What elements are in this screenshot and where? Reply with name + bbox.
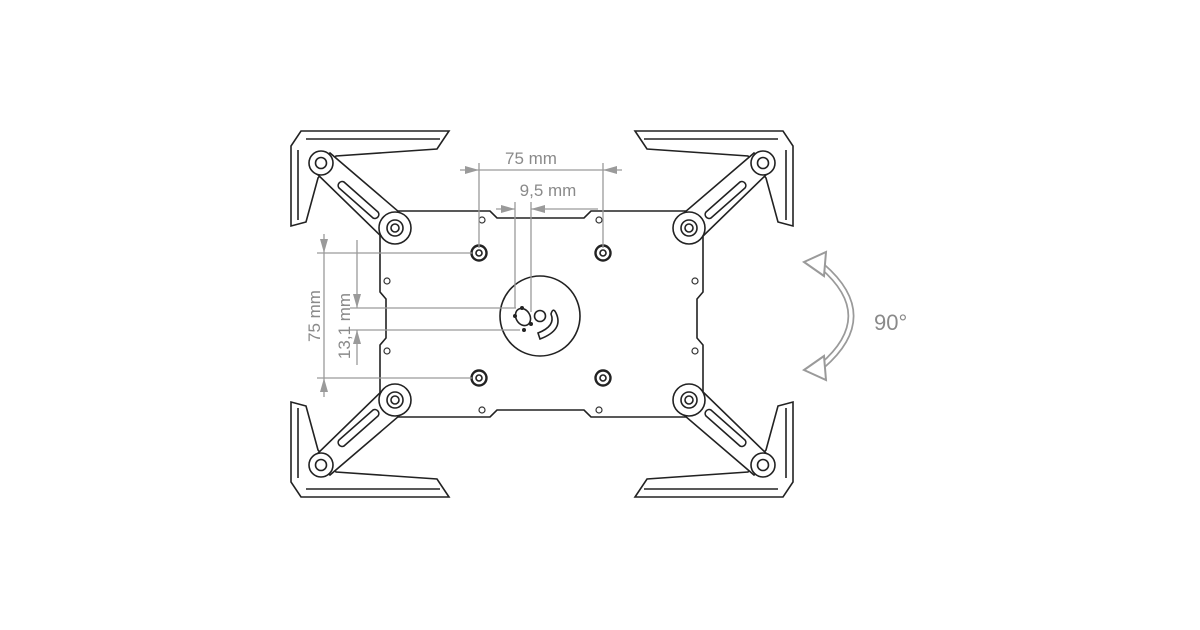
dimension-9-5mm-horizontal: 9,5 mm — [496, 181, 598, 312]
rotation-disc — [499, 275, 581, 357]
vesa-hole — [470, 369, 488, 387]
dimension-label: 75 mm — [305, 290, 324, 342]
vesa-hole — [594, 369, 612, 387]
dimension-75mm-vertical: 75 mm — [305, 234, 472, 397]
dimension-label: 75 mm — [505, 149, 557, 168]
rotation-arrow-icon — [801, 250, 855, 382]
dimension-13-1mm-vertical: 13,1 mm — [335, 240, 520, 365]
rotation-angle-label: 90° — [874, 310, 907, 335]
dimension-label: 9,5 mm — [520, 181, 577, 200]
dimension-label: 13,1 mm — [335, 293, 354, 359]
dimension-75mm-horizontal: 75 mm — [460, 149, 622, 248]
